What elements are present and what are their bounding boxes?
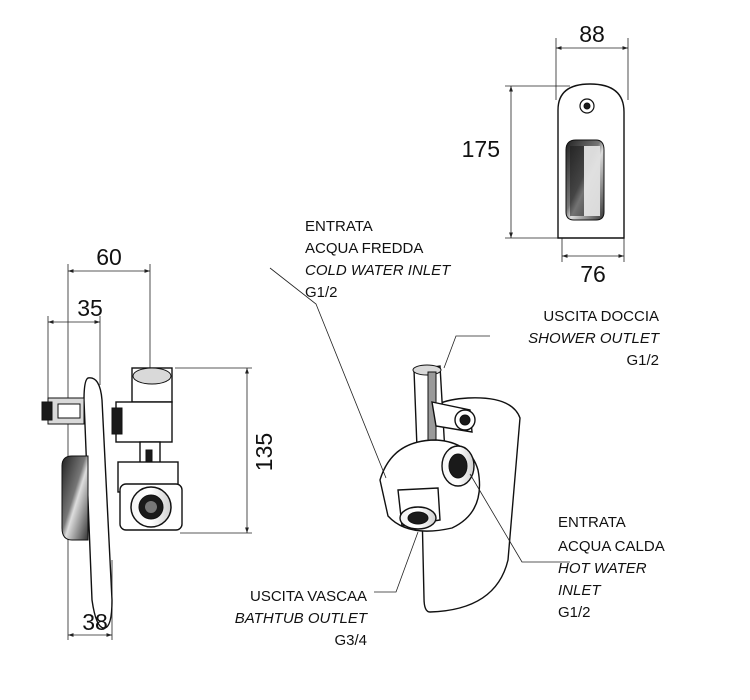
dimension-plate-height: 175 (462, 86, 513, 238)
hot-inlet-line3: HOT WATER (558, 560, 647, 577)
dimension-body-height: 135 (245, 368, 277, 533)
cold-inlet-line2: ACQUA FREDDA (305, 240, 423, 257)
front-view-cover-plate (505, 38, 629, 262)
hot-inlet-line1: ENTRATA (558, 514, 626, 531)
dim-76-text: 76 (580, 261, 606, 287)
label-shower-outlet: USCITA DOCCIA SHOWER OUTLET G1/2 (528, 308, 661, 369)
dim-175-text: 175 (462, 136, 500, 162)
label-cold-water-inlet: ENTRATA ACQUA FREDDA COLD WATER INLET G1… (305, 218, 452, 301)
label-bathtub-outlet: USCITA VASCAA BATHTUB OUTLET G3/4 (235, 588, 369, 649)
hot-inlet-line4: INLET (558, 582, 602, 599)
shower-outlet-line3: G1/2 (626, 352, 659, 369)
hot-inlet-line5: G1/2 (558, 604, 591, 621)
bathtub-outlet-line3: G3/4 (334, 632, 367, 649)
cold-inlet-line4: G1/2 (305, 284, 338, 301)
dimension-plate-offset: 38 (68, 609, 112, 637)
dim-38-text: 38 (82, 609, 108, 635)
dimension-plate-width: 88 (556, 21, 628, 50)
cold-inlet-line3: COLD WATER INLET (305, 262, 452, 279)
dim-135-text: 135 (251, 433, 277, 471)
side-view-valve-body (41, 264, 252, 640)
dimension-body-depth-partial: 35 (48, 295, 103, 324)
dim-88-text: 88 (579, 21, 605, 47)
shower-outlet-line2: SHOWER OUTLET (528, 330, 661, 347)
label-hot-water-inlet: ENTRATA ACQUA CALDA HOT WATER INLET G1/2 (558, 514, 665, 621)
hot-inlet-line2: ACQUA CALDA (558, 538, 665, 555)
dim-60-text: 60 (96, 244, 122, 270)
shower-outlet-line1: USCITA DOCCIA (543, 308, 659, 325)
dimension-body-depth-total: 60 (68, 244, 150, 273)
dimension-plate-bottom-width: 76 (562, 254, 624, 287)
bathtub-outlet-line1: USCITA VASCAA (250, 588, 367, 605)
leader-lines (269, 267, 570, 593)
cold-inlet-line1: ENTRATA (305, 218, 373, 235)
isometric-view-valve (379, 364, 521, 613)
dim-35-text: 35 (77, 295, 103, 321)
bathtub-outlet-line2: BATHTUB OUTLET (235, 610, 369, 627)
